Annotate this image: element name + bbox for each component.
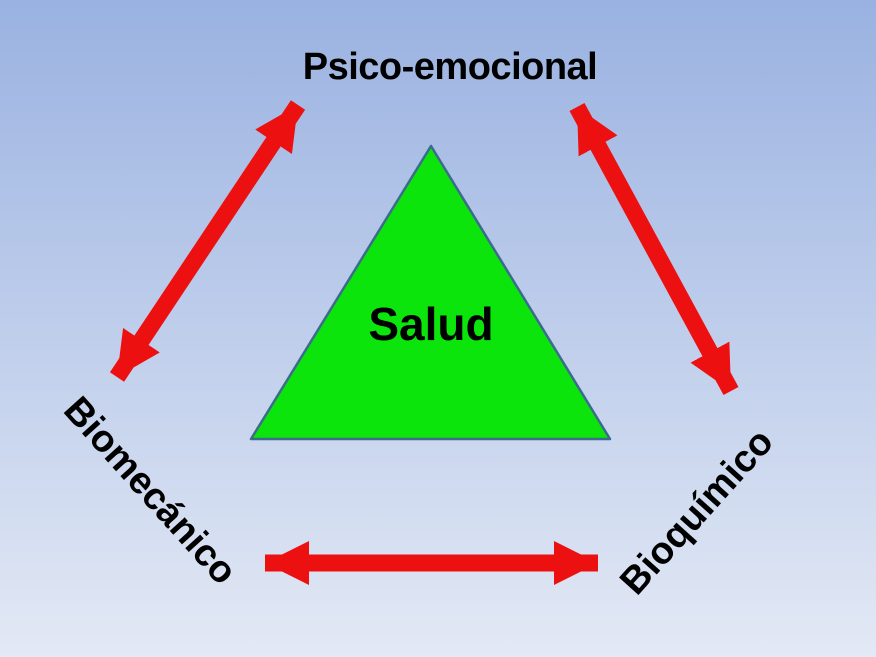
- double-arrow-psico-bioquimico-icon: [569, 102, 739, 396]
- health-triangle-shape: [249, 144, 612, 441]
- double-arrow-psico-biomecanico-icon: [109, 100, 306, 382]
- label-psico-emocional: Psico-emocional: [302, 46, 598, 88]
- label-salud: Salud: [368, 298, 494, 351]
